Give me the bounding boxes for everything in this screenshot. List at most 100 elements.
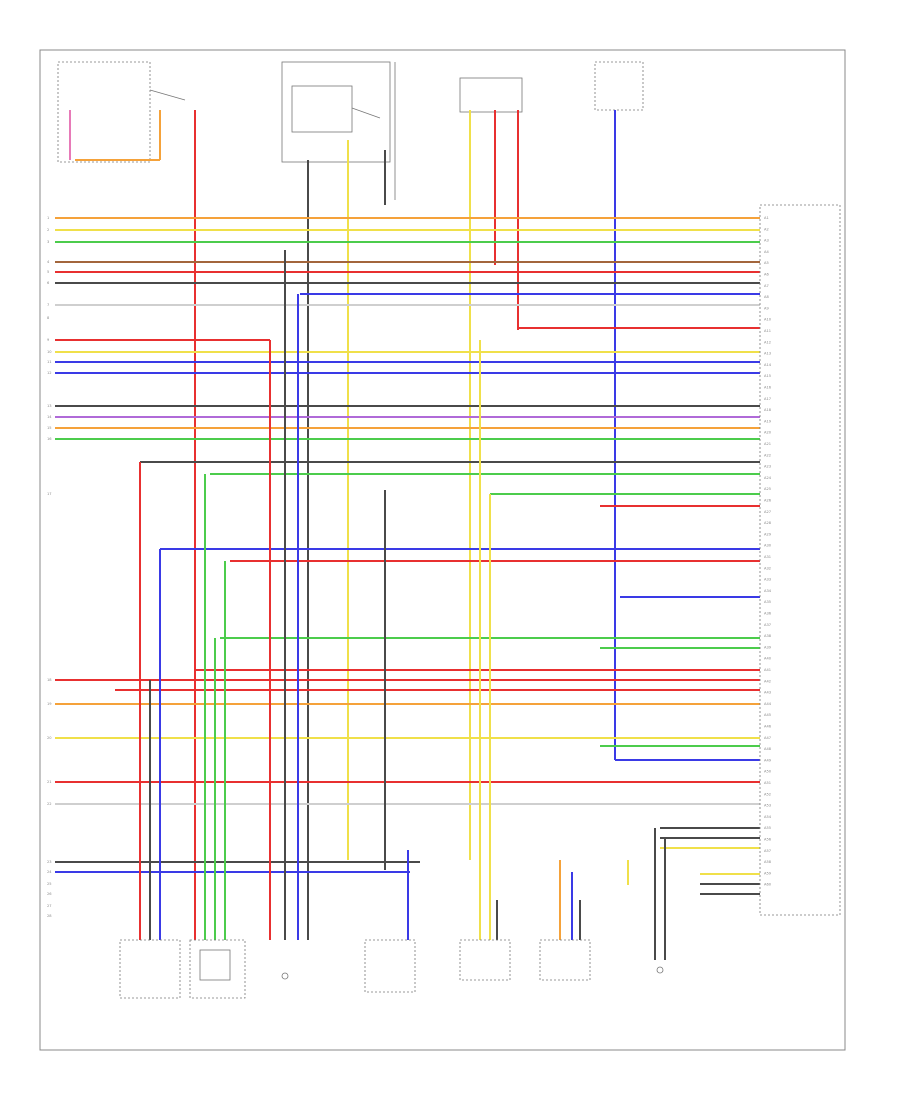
valve-2 bbox=[539, 939, 591, 981]
left-pin-9: 9 bbox=[47, 338, 50, 342]
right-pin-A36: A36 bbox=[764, 612, 772, 616]
left-pin-19: 19 bbox=[47, 702, 52, 706]
right-pin-A23: A23 bbox=[764, 465, 771, 469]
right-pin-A48: A48 bbox=[764, 747, 772, 751]
right-pin-A42: A42 bbox=[764, 679, 771, 683]
right-pin-A39: A39 bbox=[764, 645, 772, 649]
right-pin-A49: A49 bbox=[764, 758, 772, 762]
right-pin-A27: A27 bbox=[764, 510, 771, 514]
right-pin-A28: A28 bbox=[764, 521, 772, 525]
top-components bbox=[57, 61, 644, 200]
left-pin-23: 23 bbox=[47, 860, 52, 864]
right-pin-A29: A29 bbox=[764, 532, 772, 536]
right-pin-A33: A33 bbox=[764, 578, 771, 582]
throttle-sensor bbox=[364, 939, 416, 993]
right-pin-A37: A37 bbox=[764, 623, 771, 627]
right-pin-A3: A3 bbox=[764, 239, 769, 243]
right-pin-A58: A58 bbox=[764, 860, 772, 864]
right-pin-A38: A38 bbox=[764, 634, 772, 638]
right-pin-A54: A54 bbox=[764, 815, 772, 819]
left-pin-12: 12 bbox=[47, 371, 52, 375]
right-pin-A18: A18 bbox=[764, 408, 772, 412]
ecm-box bbox=[759, 204, 841, 916]
fuse-box-right bbox=[594, 61, 644, 111]
right-pin-A51: A51 bbox=[764, 781, 771, 785]
right-pin-A10: A10 bbox=[764, 318, 772, 322]
relay-box bbox=[281, 61, 391, 163]
right-pin-A15: A15 bbox=[764, 374, 771, 378]
right-pin-A41: A41 bbox=[764, 668, 771, 672]
left-pin-14: 14 bbox=[47, 415, 52, 419]
ground-point bbox=[656, 966, 664, 974]
vertical-wires bbox=[139, 250, 666, 960]
right-pin-A11: A11 bbox=[764, 329, 771, 333]
left-pin-8: 8 bbox=[47, 316, 50, 320]
right-pin-A56: A56 bbox=[764, 838, 772, 842]
right-pin-A13: A13 bbox=[764, 352, 771, 356]
left-pin-28: 28 bbox=[47, 914, 52, 918]
right-pin-A44: A44 bbox=[764, 702, 772, 706]
right-pin-A46: A46 bbox=[764, 725, 772, 729]
right-pin-A4: A4 bbox=[764, 250, 769, 254]
left-pin-11: 11 bbox=[47, 360, 52, 364]
right-pin-A25: A25 bbox=[764, 487, 771, 491]
right-pin-A45: A45 bbox=[764, 713, 771, 717]
o2-sensor-box bbox=[199, 949, 231, 981]
left-pin-7: 7 bbox=[47, 303, 49, 307]
right-pin-A7: A7 bbox=[764, 284, 769, 288]
right-pin-A6: A6 bbox=[764, 273, 769, 277]
left-pin-26: 26 bbox=[47, 892, 52, 896]
left-pin-20: 20 bbox=[47, 736, 52, 740]
valve-1 bbox=[459, 939, 511, 981]
right-pin-A47: A47 bbox=[764, 736, 771, 740]
right-pin-A24: A24 bbox=[764, 476, 772, 480]
right-pin-A22: A22 bbox=[764, 453, 771, 457]
right-pin-A34: A34 bbox=[764, 589, 772, 593]
left-pin-27: 27 bbox=[47, 904, 52, 908]
right-pin-A1: A1 bbox=[764, 216, 769, 220]
right-pin-A59: A59 bbox=[764, 871, 772, 875]
right-pin-A14: A14 bbox=[764, 363, 772, 367]
ecm-connector bbox=[759, 204, 841, 916]
knock-sensor-2 bbox=[189, 939, 246, 999]
relay-inner bbox=[291, 85, 353, 133]
diagram-frame bbox=[39, 49, 846, 1051]
left-pin-numbers: 1234567891011121314151617181920212223242… bbox=[47, 216, 52, 918]
right-pin-A52: A52 bbox=[764, 792, 771, 796]
right-pin-A53: A53 bbox=[764, 804, 771, 808]
knock-sensor-1 bbox=[119, 939, 181, 999]
right-pin-A30: A30 bbox=[764, 544, 772, 548]
mass-airflow-sensor bbox=[281, 972, 289, 980]
left-pin-16: 16 bbox=[47, 437, 52, 441]
left-pin-2: 2 bbox=[47, 228, 49, 232]
left-pin-4: 4 bbox=[47, 260, 50, 264]
right-pin-A40: A40 bbox=[764, 657, 772, 661]
left-pin-13: 13 bbox=[47, 404, 52, 408]
right-pin-A20: A20 bbox=[764, 431, 772, 435]
left-pin-1: 1 bbox=[47, 216, 49, 220]
right-pin-A32: A32 bbox=[764, 566, 771, 570]
right-pin-A26: A26 bbox=[764, 499, 772, 503]
right-pin-A12: A12 bbox=[764, 340, 771, 344]
left-pin-3: 3 bbox=[47, 240, 49, 244]
left-pin-21: 21 bbox=[47, 780, 52, 784]
ignition-module bbox=[459, 77, 523, 113]
left-pin-18: 18 bbox=[47, 678, 52, 682]
right-pin-A57: A57 bbox=[764, 849, 771, 853]
left-pin-25: 25 bbox=[47, 882, 52, 886]
right-pin-A35: A35 bbox=[764, 600, 771, 604]
right-pin-A19: A19 bbox=[764, 419, 772, 423]
right-pin-A5: A5 bbox=[764, 261, 769, 265]
right-pin-A9: A9 bbox=[764, 306, 769, 310]
right-pin-A43: A43 bbox=[764, 691, 771, 695]
left-pin-17: 17 bbox=[47, 492, 52, 496]
left-pin-5: 5 bbox=[47, 270, 49, 274]
left-pin-15: 15 bbox=[47, 426, 52, 430]
right-pin-A55: A55 bbox=[764, 826, 771, 830]
top-wires bbox=[69, 110, 616, 940]
right-pin-labels: A1A2A3A4A5A6A7A8A9A10A11A12A13A14A15A16A… bbox=[764, 216, 772, 887]
right-pin-A60: A60 bbox=[764, 883, 772, 887]
left-pin-10: 10 bbox=[47, 350, 52, 354]
right-pin-A8: A8 bbox=[764, 295, 769, 299]
